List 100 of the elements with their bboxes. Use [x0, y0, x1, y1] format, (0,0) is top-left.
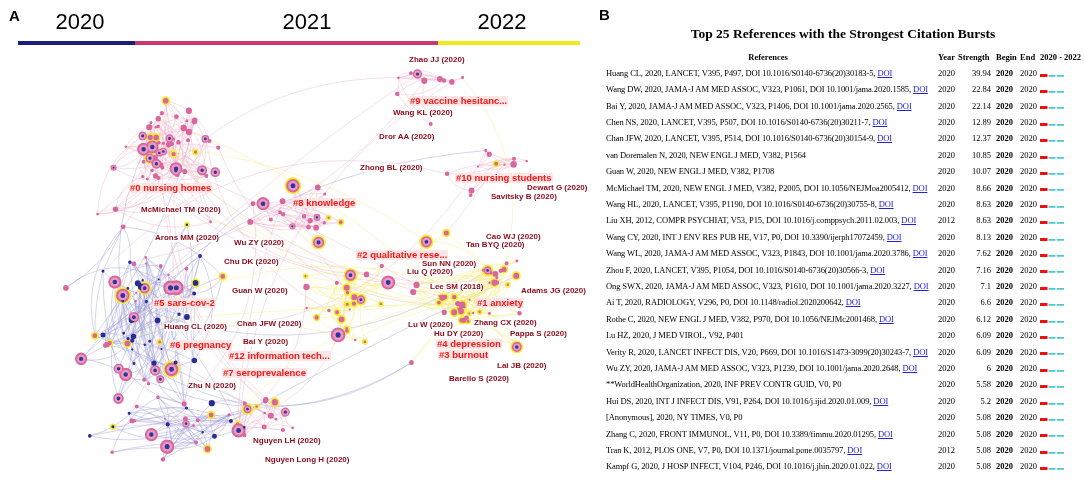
reference-node-label: Arons MM (2020) — [155, 234, 219, 242]
publication-year: 2020 — [938, 134, 955, 143]
doi-link: DOI — [847, 444, 863, 455]
doi-link: DOI — [876, 461, 892, 472]
reference-text: Liu XH, 2012, COMPR PSYCHIAT, V53, P15, DOI 10.1016/j.comppsych.2011.02.003, DOI — [606, 216, 917, 225]
reference-node-label: Huang CL (2020) — [164, 323, 227, 331]
burst-begin-year: 2020 — [996, 298, 1013, 307]
publication-year: 2020 — [938, 396, 955, 406]
doi-link: DOI — [870, 264, 886, 275]
burst-end-year: 2020 — [1020, 363, 1037, 373]
reference-node-label: Wu ZY (2020) — [234, 239, 284, 247]
column-header: Strength — [958, 52, 990, 62]
cluster-label: #2 qualitative rese... — [356, 250, 449, 260]
reference-text: Wu ZY, 2020, JAMA-J AM MED ASSOC, V323, P1239, DOI 10.1001/jama.2020.2648, DOI — [606, 363, 918, 373]
legend-year-label: 2021 — [282, 11, 332, 33]
doi-link: DOI — [845, 297, 861, 308]
doi-link: DOI — [877, 133, 892, 144]
reference-text: Ong SWX, 2020, JAMA-J AM MED ASSOC, V323, P1610, DOI 10.1001/jama.2020.3227, DOI — [606, 281, 929, 291]
reference-text: Wang DW, 2020, JAMA-J AM MED ASSOC, V323, P1061, DOI 10.1001/jama.2020.1585, DOI — [606, 85, 928, 94]
burst-begin-year: 2020 — [996, 314, 1013, 324]
burst-end-year: 2020 — [1020, 314, 1037, 324]
burst-strength-value: 22.84 — [971, 85, 991, 94]
burst-end-year: 2020 — [1020, 462, 1037, 471]
reference-text: Chen NS, 2020, LANCET, V395, P507, DOI 10.1016/S0140-6736(20)30211-7, DOI — [606, 117, 888, 127]
burst-strength-value: 7.16 — [976, 265, 991, 275]
publication-year: 2020 — [938, 298, 955, 307]
burst-strength-value: 5.58 — [976, 380, 991, 389]
burst-begin-year: 2020 — [996, 396, 1013, 406]
reference-text: **WorldHealthOrganization, 2020, INF PREV CONTR GUID, V0, P0 — [606, 380, 842, 389]
burst-end-year: 2020 — [1020, 347, 1037, 357]
burst-end-year: 2020 — [1020, 331, 1037, 340]
burst-begin-year: 2020 — [996, 68, 1013, 78]
reference-node-label: Zhu N (2020) — [188, 382, 236, 390]
doi-link: DOI — [912, 182, 928, 193]
burst-strength-value: 6.09 — [976, 347, 991, 357]
publication-year: 2020 — [938, 249, 955, 258]
doi-link: DOI — [902, 362, 918, 373]
reference-node-label: Liu Q (2020) — [407, 268, 453, 276]
burst-strength-value: 8.13 — [976, 232, 991, 242]
burst-begin-year: 2020 — [996, 462, 1013, 471]
reference-node-label: Chan JFW (2020) — [237, 320, 302, 328]
publication-year: 2020 — [938, 150, 955, 160]
burst-end-year: 2020 — [1020, 101, 1037, 111]
reference-node-label: Pappa S (2020) — [510, 330, 567, 338]
burst-begin-year: 2020 — [996, 216, 1013, 225]
doi-link: DOI — [879, 313, 894, 324]
burst-strength-value: 39.94 — [971, 68, 991, 78]
publication-year: 2020 — [938, 347, 955, 357]
reference-node-label: McMichael TM (2020) — [141, 206, 221, 214]
burst-end-year: 2020 — [1020, 183, 1037, 193]
publication-year: 2020 — [938, 380, 955, 389]
publication-year: 2020 — [938, 429, 955, 439]
burst-begin-year: 2020 — [996, 445, 1013, 455]
burst-end-year: 2020 — [1020, 85, 1037, 94]
burst-begin-year: 2020 — [996, 265, 1013, 275]
publication-year: 2020 — [938, 462, 955, 471]
reference-node-label: Sun NN (2020) — [422, 260, 477, 268]
burst-begin-year: 2020 — [996, 85, 1013, 94]
doi-link: DOI — [886, 231, 902, 242]
reference-text: Hui DS, 2020, INT J INFECT DIS, V91, P264, DOI 10.1016/j.ijid.2020.01.009, DOI — [606, 396, 889, 406]
burst-strength-value: 8.66 — [976, 183, 991, 193]
burst-begin-year: 2020 — [996, 363, 1013, 373]
cluster-label: #3 burnout — [438, 350, 490, 360]
burst-end-year: 2020 — [1020, 429, 1037, 439]
reference-node-label: Adams JG (2020) — [521, 287, 586, 295]
burst-begin-year: 2020 — [996, 134, 1013, 143]
cluster-label: #1 anxiety — [476, 298, 524, 308]
burst-begin-year: 2020 — [996, 150, 1013, 160]
burst-strength-value: 8.63 — [976, 199, 991, 209]
burst-strength-value: 6.6 — [980, 298, 991, 307]
cluster-label: #7 seroprevalence — [222, 368, 307, 378]
burst-strength-value: 5.08 — [976, 413, 991, 422]
reference-text: Ai T, 2020, RADIOLOGY, V296, P0, DOI 10.1148/radiol.2020200642, DOI — [606, 298, 861, 307]
reference-node-label: Nguyen Long H (2020) — [265, 456, 350, 464]
burst-end-year: 2020 — [1020, 216, 1037, 225]
doi-link: DOI — [878, 198, 894, 209]
publication-year: 2020 — [938, 314, 955, 324]
burst-end-year: 2020 — [1020, 150, 1037, 160]
doi-link: DOI — [873, 395, 889, 406]
reference-text: Tran K, 2012, PLOS ONE, V7, P0, DOI 10.1371/journal.pone.0035797, DOI — [606, 445, 863, 455]
burst-begin-year: 2020 — [996, 249, 1013, 258]
doi-link: DOI — [877, 67, 893, 78]
burst-begin-year: 2020 — [996, 281, 1013, 291]
cluster-label: #0 nursing homes — [129, 183, 213, 193]
burst-end-year: 2020 — [1020, 232, 1037, 242]
burst-begin-year: 2020 — [996, 347, 1013, 357]
reference-text: Zhou F, 2020, LANCET, V395, P1054, DOI 10.1016/S0140-6736(20)30566-3, DOI — [606, 265, 886, 275]
reference-node-label: Zhang CX (2020) — [474, 319, 537, 327]
reference-text: Verity R, 2020, LANCET INFECT DIS, V20, P669, DOI 10.1016/S1473-3099(20)30243-7, DOI — [606, 347, 928, 357]
reference-node-label: Tan BYQ (2020) — [466, 241, 525, 249]
publication-year: 2020 — [938, 183, 955, 193]
burst-begin-year: 2020 — [996, 413, 1013, 422]
reference-text: Guan W, 2020, NEW ENGL J MED, V382, P1708 — [606, 167, 775, 176]
column-header: End — [1020, 52, 1036, 62]
burst-strength-value: 5.08 — [976, 445, 991, 455]
reference-text: van Doremalen N, 2020, NEW ENGL J MED, V382, P1564 — [606, 150, 806, 160]
reference-text: Bai Y, 2020, JAMA-J AM MED ASSOC, V323, P1406, DOI 10.1001/jama.2020.2565, DOI — [606, 101, 912, 111]
reference-node-label: Nguyen LH (2020) — [253, 437, 321, 445]
burst-strength-value: 5.08 — [976, 462, 991, 471]
burst-strength-value: 7.62 — [976, 249, 991, 258]
